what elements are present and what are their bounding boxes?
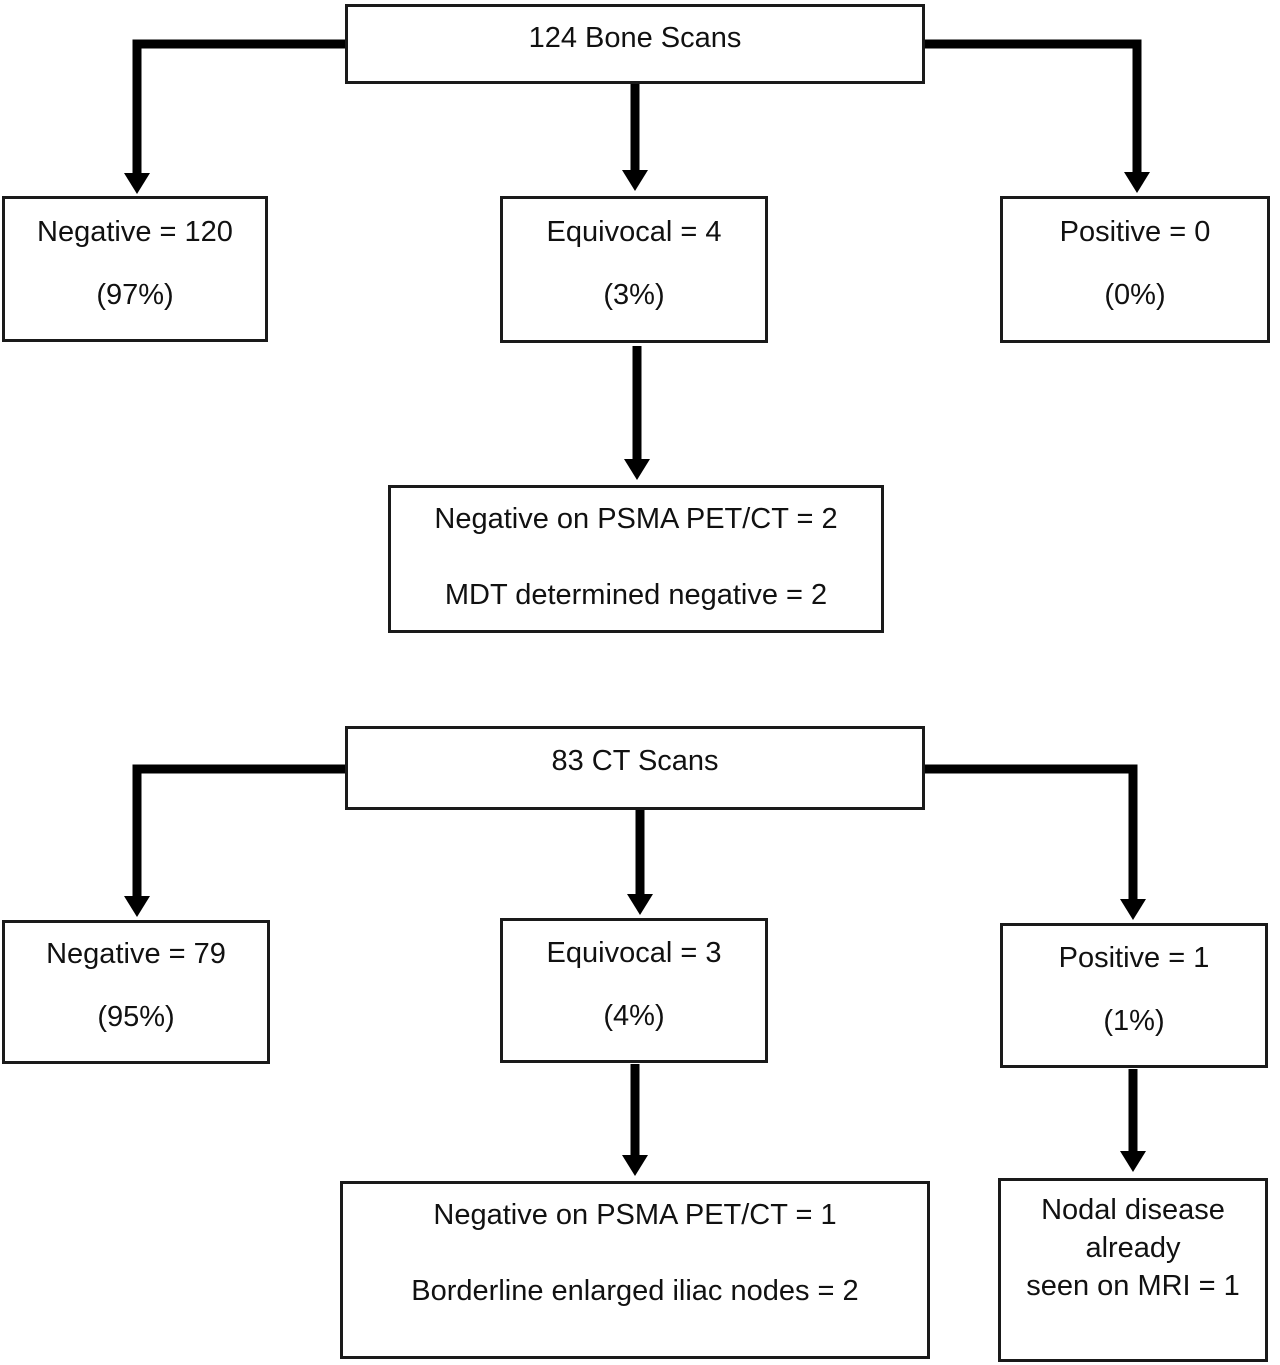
node-ct-equivocal-outcome: Negative on PSMA PET/CT = 1 Borderline e… bbox=[340, 1181, 930, 1359]
node-line: (1%) bbox=[1103, 1005, 1165, 1037]
node-line: MDT determined negative = 2 bbox=[444, 579, 828, 611]
arrow-ct-positive-to-outcome bbox=[1120, 1069, 1146, 1172]
node-bone-positive: Positive = 0 (0%) bbox=[1000, 196, 1270, 343]
node-line: Negative = 79 bbox=[46, 938, 226, 970]
node-line: Negative = 120 bbox=[37, 216, 233, 248]
node-ct-positive-outcome: Nodal disease already seen on MRI = 1 bbox=[998, 1178, 1268, 1362]
arrow-ct-equivocal-to-outcome bbox=[622, 1064, 648, 1176]
arrow-bone-equivocal-to-outcome bbox=[624, 346, 650, 480]
node-line: Equivocal = 3 bbox=[546, 937, 722, 969]
node-ct-scans-root: 83 CT Scans bbox=[345, 726, 925, 810]
arrow-bone-to-equivocal bbox=[622, 84, 648, 191]
node-line: (0%) bbox=[1104, 279, 1166, 311]
node-line: Negative on PSMA PET/CT = 2 bbox=[434, 503, 838, 535]
node-line: seen on MRI = 1 bbox=[1026, 1270, 1240, 1302]
node-line: Nodal disease bbox=[1041, 1194, 1225, 1226]
node-bone-equivocal: Equivocal = 4 (3%) bbox=[500, 196, 768, 343]
node-label: 83 CT Scans bbox=[551, 745, 719, 777]
node-bone-negative: Negative = 120 (97%) bbox=[2, 196, 268, 342]
node-line: Positive = 0 bbox=[1059, 216, 1211, 248]
node-line: Negative on PSMA PET/CT = 1 bbox=[433, 1199, 837, 1231]
arrow-ct-to-positive bbox=[925, 764, 1146, 920]
node-bone-equivocal-outcome: Negative on PSMA PET/CT = 2 MDT determin… bbox=[388, 485, 884, 633]
node-line: Borderline enlarged iliac nodes = 2 bbox=[411, 1275, 859, 1307]
node-label: 124 Bone Scans bbox=[528, 22, 742, 54]
node-line: already bbox=[1085, 1232, 1181, 1264]
node-bone-scans-root: 124 Bone Scans bbox=[345, 4, 925, 84]
node-line: Equivocal = 4 bbox=[546, 216, 722, 248]
arrow-ct-to-negative bbox=[124, 764, 345, 917]
node-line: (95%) bbox=[97, 1001, 175, 1033]
node-line: (97%) bbox=[96, 279, 174, 311]
arrow-ct-to-equivocal bbox=[627, 810, 653, 915]
node-ct-equivocal: Equivocal = 3 (4%) bbox=[500, 918, 768, 1063]
node-ct-positive: Positive = 1 (1%) bbox=[1000, 923, 1268, 1068]
arrow-bone-to-negative bbox=[124, 39, 345, 194]
node-line: (4%) bbox=[603, 1000, 665, 1032]
node-line: (3%) bbox=[603, 279, 665, 311]
node-line: Positive = 1 bbox=[1058, 942, 1210, 974]
arrow-bone-to-positive bbox=[925, 39, 1150, 193]
node-ct-negative: Negative = 79 (95%) bbox=[2, 920, 270, 1064]
